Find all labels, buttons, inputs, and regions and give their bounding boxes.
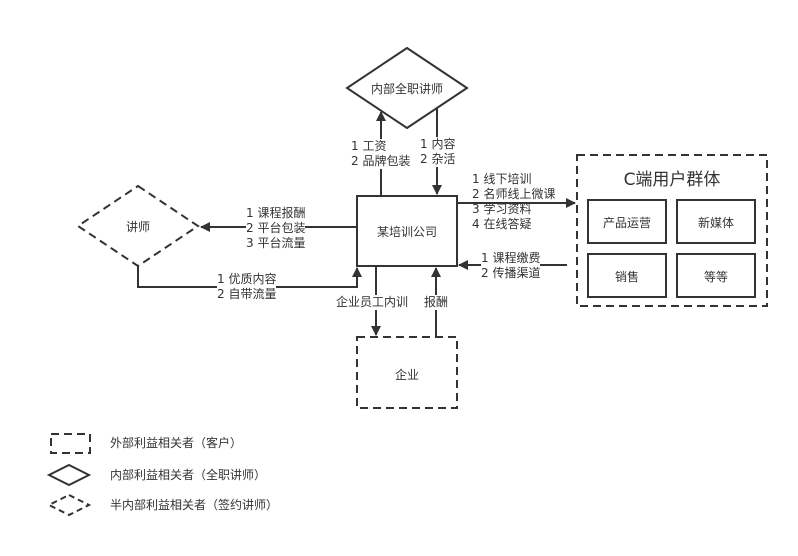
edge-label-internal-to-company: 1 内容 2 杂活 [420, 137, 456, 167]
lecturer-label: 讲师 [125, 220, 150, 234]
edge-label-enterprise-to-company: 报酬 [424, 295, 449, 310]
edge-label-line: 3 平台流量 [246, 236, 306, 250]
edge-label-line: 2 名师线上微课 [472, 187, 556, 202]
edge-label-line: 2 品牌包装 [351, 154, 411, 168]
c-users-item-box [676, 199, 756, 244]
edge-label-line: 2 杂活 [420, 152, 456, 166]
edge-label-line: 2 传播渠道 [481, 266, 541, 280]
legend-dashed-rect-icon [50, 433, 91, 454]
edge-label-company-to-enterprise: 企业员工内训 [336, 295, 409, 310]
edge-label-line: 1 课程缴费 [481, 251, 541, 265]
c-users-item: 销售 [614, 270, 639, 284]
edge-label-line: 1 线下培训 [472, 172, 532, 187]
enterprise-box [356, 336, 458, 409]
edge-label-company-to-cusers: 1 线下培训 2 名师线上微课 3 学习资料 4 在线答疑 [472, 172, 556, 232]
enterprise-label: 企业 [394, 368, 419, 382]
edge-label-line: 2 自带流量 [217, 287, 277, 301]
edge-label-line: 1 课程报酬 [246, 206, 306, 220]
c-users-title: C端用户群体 [623, 170, 721, 190]
c-users-item: 新媒体 [697, 216, 734, 230]
legend-label-internal: 内部利益相关者（全职讲师） [110, 468, 267, 482]
edge-label-lecturer-to-company: 1 优质内容 2 自带流量 [217, 272, 277, 302]
edge-label-line: 4 在线答疑 [472, 217, 532, 231]
c-users-item: 产品运营 [602, 216, 651, 230]
legend-dashed-diamond-icon [46, 493, 92, 517]
legend-label-semi-internal: 半内部利益相关者（签约讲师） [110, 498, 279, 512]
edge-label-line: 1 优质内容 [217, 272, 277, 286]
c-users-item-box [587, 253, 667, 298]
edge-label-line: 3 学习资料 [472, 202, 532, 216]
edge-label-company-to-internal: 1 工资 2 品牌包装 [351, 139, 411, 169]
company-box [356, 195, 458, 267]
c-users-item-box [676, 253, 756, 298]
legend-solid-diamond-icon [46, 463, 92, 487]
c-users-group [576, 154, 768, 307]
internal-lecturer-label: 内部全职讲师 [370, 82, 443, 96]
edge-label-line: 2 平台包装 [246, 221, 306, 235]
company-label: 某培训公司 [376, 225, 437, 239]
c-users-item-box [587, 199, 667, 244]
edge-label-company-to-lecturer: 1 课程报酬 2 平台包装 3 平台流量 [246, 206, 306, 251]
edge-label-line: 1 内容 [420, 137, 456, 151]
edge-label-line: 1 工资 [351, 139, 387, 153]
legend-label-external: 外部利益相关者（客户） [110, 436, 243, 450]
edge-label-cusers-to-company: 1 课程缴费 2 传播渠道 [481, 251, 541, 281]
c-users-item: 等等 [703, 270, 728, 284]
